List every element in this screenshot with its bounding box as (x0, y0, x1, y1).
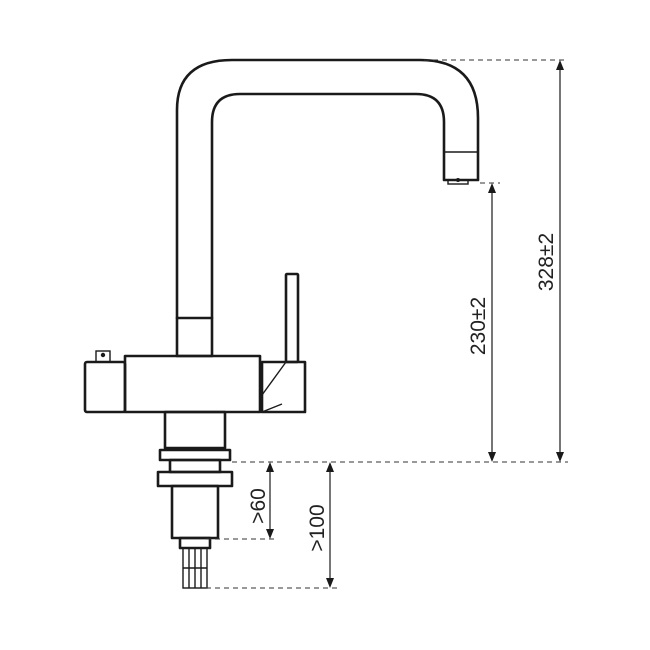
filter-cap (95, 350, 111, 363)
mounting-assembly (156, 448, 234, 589)
dimension-total-height: 328±2 (535, 60, 564, 462)
body (83, 316, 262, 450)
dimension-spout-clearance: 230±2 (467, 183, 496, 462)
dim-label-shank-min: >100 (306, 504, 329, 551)
aerator (444, 151, 478, 185)
dim-label-mount-min: >60 (247, 488, 270, 524)
handle-lever (260, 272, 307, 414)
dim-label-total-height: 328±2 (535, 233, 558, 291)
dim-label-spout-clearance: 230±2 (467, 297, 490, 355)
extension-lines (206, 59, 568, 589)
dimension-mount-min: >60 (247, 462, 274, 539)
dimension-shank-min: >100 (306, 462, 334, 588)
faucet (83, 58, 480, 589)
spout (175, 58, 480, 320)
